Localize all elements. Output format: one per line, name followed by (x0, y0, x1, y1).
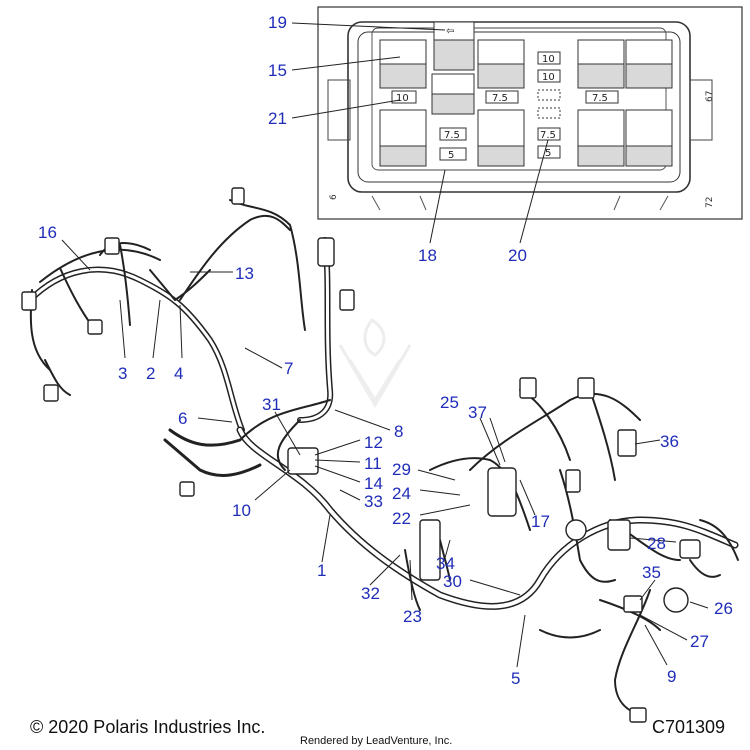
callout-27: 27 (690, 632, 709, 651)
copyright-text: © 2020 Polaris Industries Inc. (30, 717, 265, 737)
callout-15: 15 (268, 61, 287, 80)
leader-lines (61, 22, 709, 668)
relay-group (379, 39, 673, 167)
fuse-label: 5 (448, 150, 454, 161)
sensor-round (565, 519, 587, 541)
harness-lines (27, 199, 739, 716)
callout-5: 5 (511, 669, 520, 688)
fuse-label: 5 (545, 148, 551, 159)
callout-23: 23 (403, 607, 422, 626)
connector (104, 237, 120, 255)
edge-label: 6 (329, 194, 339, 200)
fuse-box-body (287, 447, 319, 475)
callout-22: 22 (392, 509, 411, 528)
callout-28: 28 (647, 534, 666, 553)
fuse (537, 127, 561, 141)
callout-14: 14 (364, 474, 383, 493)
callout-34: 34 (436, 554, 455, 573)
part-code: C701309 (652, 717, 725, 737)
module-36 (617, 429, 637, 457)
fuse-label: 10 (542, 72, 555, 83)
callout-26: 26 (714, 599, 733, 618)
ecu-module (419, 519, 441, 581)
connector (43, 384, 59, 402)
callout-29: 29 (392, 460, 411, 479)
callout-8: 8 (394, 422, 403, 441)
connector (231, 187, 245, 205)
callout-19: 19 (268, 13, 287, 32)
fuse (485, 90, 519, 104)
callout-24: 24 (392, 484, 411, 503)
connector (87, 319, 103, 335)
callout-30: 30 (443, 572, 462, 591)
fuse (439, 127, 467, 141)
throttle-body (487, 467, 517, 517)
connector-round (663, 587, 689, 613)
fuse-label: 7.5 (592, 93, 608, 104)
callout-36: 36 (660, 432, 679, 451)
callout-6: 6 (178, 409, 187, 428)
fuse (585, 90, 619, 104)
callout-4: 4 (174, 364, 183, 383)
callout-21: 21 (268, 109, 287, 128)
fuse-box-inset: 10 10 7.5 7.5 10 7.5 7.5 5 5 ⇦ 6 67 72 (317, 6, 743, 220)
fuse (537, 69, 561, 83)
watermark-logo (338, 317, 412, 408)
callout-33: 33 (364, 492, 383, 511)
callout-25: 25 (440, 393, 459, 412)
connector (623, 595, 643, 613)
fuse-label: 7.5 (444, 130, 460, 141)
callout-labels: 1 2 3 4 5 6 7 8 9 10 11 12 13 14 15 16 1… (38, 13, 733, 688)
callout-18: 18 (418, 246, 437, 265)
connector (21, 291, 37, 311)
callout-37: 37 (468, 403, 487, 422)
callout-2: 2 (146, 364, 155, 383)
callout-13: 13 (235, 264, 254, 283)
callout-12: 12 (364, 433, 383, 452)
fuse-label: 10 (542, 54, 555, 65)
fuse (439, 147, 467, 161)
callout-7: 7 (284, 359, 293, 378)
fuse-slots (391, 21, 619, 161)
callout-11: 11 (364, 454, 382, 473)
connectors (21, 187, 701, 723)
callout-9: 9 (667, 667, 676, 686)
edge-label: 67 (705, 91, 715, 102)
connector (607, 519, 631, 551)
callout-20: 20 (508, 246, 527, 265)
callout-10: 10 (232, 501, 251, 520)
edge-label: 72 (705, 197, 715, 208)
footer: © 2020 Polaris Industries Inc. Rendered … (30, 717, 725, 747)
connector (317, 237, 335, 267)
fuse-label: 7.5 (492, 93, 508, 104)
connector (339, 289, 355, 311)
connector (629, 707, 647, 723)
connector (679, 539, 701, 559)
callout-17: 17 (531, 512, 550, 531)
callout-3: 3 (118, 364, 127, 383)
fuse-label: 7.5 (540, 130, 556, 141)
callout-16: 16 (38, 223, 57, 242)
connector (519, 377, 537, 399)
connector (179, 481, 195, 497)
arrow-glyph: ⇦ (446, 26, 454, 37)
connector (577, 377, 595, 399)
fuse-label: 10 (396, 93, 409, 104)
callout-31: 31 (262, 395, 281, 414)
callout-1: 1 (317, 561, 326, 580)
connector (565, 469, 581, 493)
fuse (537, 51, 561, 65)
callout-32: 32 (361, 584, 380, 603)
rendered-by-text: Rendered by LeadVenture, Inc. (300, 735, 452, 747)
callout-35: 35 (642, 563, 661, 582)
